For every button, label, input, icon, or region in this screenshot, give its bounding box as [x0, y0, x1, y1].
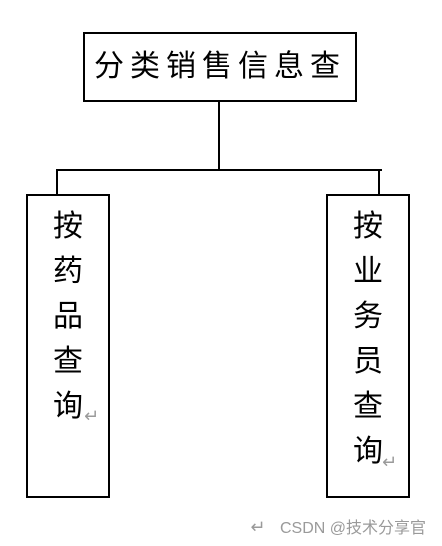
- root-label: 分类销售信息查: [94, 49, 346, 84]
- watermark: ↵ CSDN @技术分享官: [250, 514, 426, 538]
- medicine-query-char-3: 品: [53, 299, 83, 334]
- salesperson-query-char-3: 务: [353, 299, 383, 334]
- child-node-salesperson-query-label: 按 业 务 员 查 询: [353, 212, 383, 467]
- salesperson-query-char-1: 按: [353, 209, 383, 244]
- child-node-medicine-query-label: 按 药 品 查 询: [53, 212, 83, 422]
- root-connector-vertical: [218, 102, 220, 170]
- watermark-text: CSDN @技术分享官: [279, 520, 426, 537]
- salesperson-query-char-6: 询: [353, 434, 383, 469]
- right-return-mark: ↵: [382, 452, 398, 473]
- salesperson-query-char-5: 查: [353, 389, 383, 424]
- left-return-mark: ↵: [84, 406, 100, 427]
- left-child-connector: [56, 169, 58, 194]
- right-child-connector: [378, 169, 380, 194]
- medicine-query-char-4: 查: [53, 344, 83, 379]
- salesperson-query-char-4: 员: [353, 344, 383, 379]
- medicine-query-char-1: 按: [53, 209, 83, 244]
- child-node-medicine-query: 按 药 品 查 询: [26, 194, 110, 498]
- medicine-query-char-5: 询: [53, 389, 83, 424]
- child-node-salesperson-query: 按 业 务 员 查 询: [326, 194, 410, 498]
- salesperson-query-char-2: 业: [353, 254, 383, 289]
- horizontal-connector: [56, 169, 382, 171]
- medicine-query-char-2: 药: [53, 254, 83, 289]
- root-node: 分类销售信息查: [83, 32, 357, 102]
- watermark-return-icon: ↵: [250, 517, 266, 537]
